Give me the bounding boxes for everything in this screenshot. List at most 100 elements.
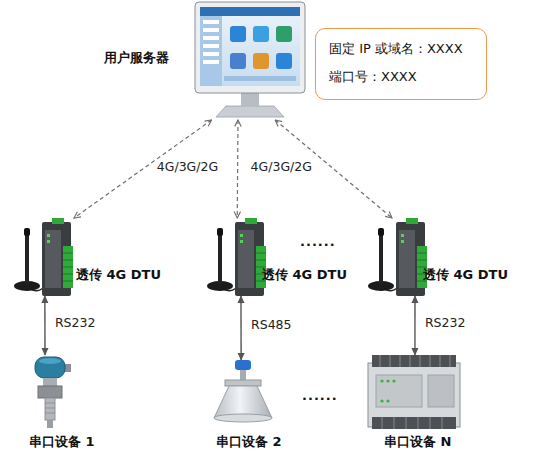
node-label: 串口设备 1 bbox=[29, 434, 95, 450]
monitor-illustration bbox=[200, 7, 300, 86]
server-node: 用户服务器 bbox=[190, 0, 310, 120]
dtu-illustration bbox=[406, 218, 418, 224]
plc-illustration bbox=[430, 417, 431, 429]
node-label: 串口设备 2 bbox=[216, 434, 282, 450]
dtu-illustration bbox=[417, 253, 427, 254]
dtu-illustration bbox=[24, 228, 30, 236]
monitor-illustration bbox=[253, 53, 269, 69]
pressure-transmitter-illustration bbox=[35, 357, 65, 378]
monitor-illustration bbox=[224, 76, 296, 81]
pressure-transmitter-illustration bbox=[45, 398, 55, 420]
radar-level-illustration bbox=[225, 380, 261, 386]
plc-illustration bbox=[380, 379, 383, 382]
plc-illustration bbox=[418, 417, 419, 429]
pressure-transmitter-illustration bbox=[35, 357, 71, 428]
dtu-illustration bbox=[207, 218, 266, 296]
dtu-illustration bbox=[240, 234, 243, 237]
plc-illustration bbox=[420, 355, 421, 367]
node-label: 透传 4G DTU bbox=[262, 267, 347, 283]
pressure-transmitter-illustration bbox=[45, 413, 55, 414]
pressure-transmitter-illustration bbox=[38, 386, 62, 398]
link-label: RS485 bbox=[251, 317, 291, 332]
monitor-illustration bbox=[253, 26, 269, 42]
radar-level-illustration bbox=[214, 360, 272, 422]
pressure-transmitter-illustration bbox=[45, 403, 55, 404]
plc-illustration bbox=[380, 399, 383, 402]
dtu-illustration bbox=[368, 218, 427, 296]
plc-illustration bbox=[386, 379, 389, 382]
wireless-link bbox=[237, 120, 239, 218]
dtu-illustration bbox=[218, 234, 222, 284]
dtu-illustration bbox=[256, 253, 266, 254]
dtu-illustration bbox=[63, 260, 73, 261]
link-label: RS232 bbox=[425, 315, 465, 330]
dtu-node: 透传 4G DTU bbox=[12, 218, 74, 296]
monitor-illustration bbox=[230, 26, 246, 42]
node-label: 透传 4G DTU bbox=[423, 267, 508, 283]
plc-illustration bbox=[406, 417, 407, 429]
dtu-illustration bbox=[63, 274, 73, 275]
link-label: 4G/3G/2G bbox=[157, 159, 218, 174]
plc-illustration bbox=[410, 355, 411, 367]
plc-illustration bbox=[450, 355, 451, 367]
radar-level-illustration bbox=[240, 370, 246, 380]
device-node: 串口设备 N bbox=[368, 355, 460, 430]
monitor-illustration bbox=[195, 2, 305, 93]
info-text: 端口号：XXXX bbox=[329, 69, 486, 85]
plc-illustration bbox=[372, 417, 456, 429]
info-box: 固定 IP 或域名：XXXX端口号：XXXX bbox=[315, 28, 487, 100]
monitor-illustration bbox=[203, 44, 219, 48]
dtu-illustration bbox=[379, 234, 383, 284]
plc-illustration bbox=[400, 355, 401, 367]
dtu-illustration bbox=[63, 253, 73, 254]
plc-illustration bbox=[440, 355, 441, 367]
pressure-transmitter-illustration bbox=[39, 358, 61, 364]
dtu-node: 透传 4G DTU bbox=[366, 218, 428, 296]
device-node: 串口设备 2 bbox=[212, 360, 274, 425]
plc-illustration bbox=[428, 375, 454, 407]
dtu-illustration bbox=[238, 230, 254, 288]
monitor-illustration bbox=[203, 28, 219, 32]
dtu-illustration bbox=[63, 267, 73, 268]
dtu-illustration bbox=[217, 228, 223, 236]
radar-level-illustration bbox=[235, 360, 251, 370]
plc-illustration bbox=[382, 417, 383, 429]
pressure-transmitter-illustration bbox=[47, 420, 53, 428]
dtu-illustration bbox=[45, 230, 61, 288]
dtu-illustration bbox=[63, 246, 73, 288]
plc-illustration bbox=[368, 355, 460, 429]
plc-illustration bbox=[380, 355, 381, 367]
monitor-illustration bbox=[203, 20, 219, 24]
node-label: 透传 4G DTU bbox=[76, 267, 161, 283]
pressure-transmitter-illustration bbox=[43, 378, 57, 386]
serial-link bbox=[44, 296, 46, 355]
monitor-illustration bbox=[230, 53, 246, 69]
dtu-illustration bbox=[14, 218, 73, 296]
dtu-illustration bbox=[401, 240, 404, 243]
dtu-illustration bbox=[47, 234, 50, 237]
plc-illustration bbox=[390, 355, 391, 367]
dtu-node: 透传 4G DTU bbox=[205, 218, 267, 296]
monitor-illustration bbox=[203, 36, 219, 40]
plc-illustration bbox=[392, 379, 395, 382]
wireless-link bbox=[275, 120, 392, 218]
dtu-illustration bbox=[245, 218, 257, 224]
link-label: 4G/3G/2G bbox=[251, 159, 312, 174]
dtu-illustration bbox=[417, 260, 427, 261]
monitor-illustration bbox=[195, 2, 305, 117]
plc-illustration bbox=[372, 355, 456, 367]
plc-illustration bbox=[386, 399, 389, 402]
plc-illustration bbox=[430, 355, 431, 367]
monitor-illustration bbox=[200, 16, 222, 86]
dtu-illustration bbox=[63, 281, 73, 282]
device-node: 串口设备 1 bbox=[25, 355, 75, 430]
monitor-illustration bbox=[216, 106, 284, 117]
dtu-illustration bbox=[52, 218, 64, 224]
plc-illustration bbox=[394, 417, 395, 429]
monitor-illustration bbox=[203, 60, 219, 64]
pressure-transmitter-illustration bbox=[45, 408, 55, 409]
serial-link bbox=[240, 296, 242, 360]
node-label: 串口设备 N bbox=[384, 434, 451, 450]
dtu-illustration bbox=[399, 230, 415, 288]
